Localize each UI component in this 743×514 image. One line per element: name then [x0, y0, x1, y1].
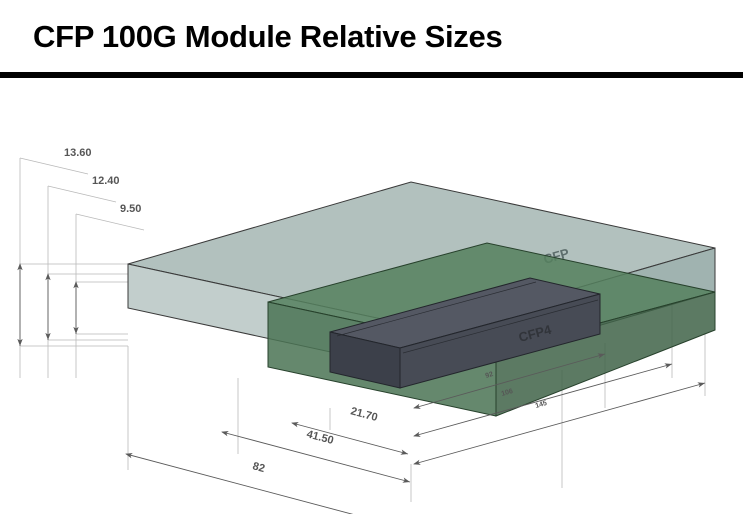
width-dimension-cfp2: 41.50	[221, 428, 411, 483]
width-dimension-label-cfp4: 21.70	[349, 405, 379, 424]
height-dimension-cfp2: 12.40	[45, 175, 120, 340]
height-dimension-label-cfp2: 12.40	[92, 175, 120, 187]
height-dimension-cfp: 13.60	[17, 147, 92, 346]
width-dimension-label-cfp2: 41.50	[305, 428, 335, 447]
isometric-module-drawing: 13.60 12.40 9.50 CFP	[17, 147, 716, 514]
height-dimension-label-cfp: 13.60	[64, 147, 92, 159]
title-area: CFP 100G Module Relative Sizes	[0, 0, 743, 72]
depth-dimension-cfp: 145	[413, 382, 706, 465]
height-dimensions: 13.60 12.40 9.50	[17, 147, 141, 346]
width-dimensions: 21.70 41.50 82	[125, 405, 562, 514]
depth-dimension-label-cfp: 145	[535, 400, 548, 410]
width-dimension-cfp: 82	[125, 453, 562, 514]
height-dimension-cfp4: 9.50	[73, 203, 141, 334]
page-title: CFP 100G Module Relative Sizes	[33, 19, 503, 54]
title-divider-rule	[0, 72, 743, 78]
width-dimension-label-cfp: 82	[251, 460, 266, 475]
depth-dimensions: 92 106 145	[413, 353, 706, 465]
height-dimension-label-cfp4: 9.50	[120, 203, 141, 215]
diagram-figure: 13.60 12.40 9.50 CFP	[0, 78, 743, 514]
